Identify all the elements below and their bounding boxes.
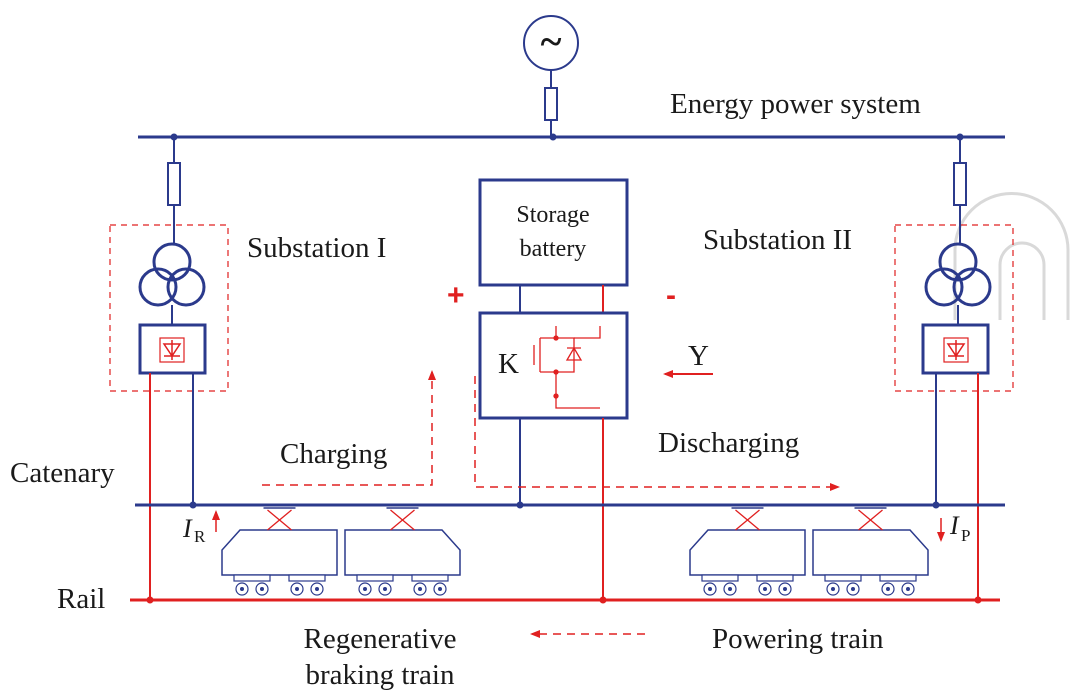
control-y-label: Y [688, 340, 709, 372]
svg-text:R: R [194, 527, 206, 546]
catenary-label: Catenary [10, 457, 115, 489]
svg-text:I: I [949, 511, 960, 540]
pantograph-icon [731, 507, 764, 531]
substation1-impedance [167, 162, 181, 206]
discharging-label: Discharging [658, 427, 799, 459]
source-impedance [544, 87, 558, 121]
powering-train-label: Powering train [712, 623, 884, 655]
train-car-icon [344, 529, 461, 596]
switch-k-label: K [498, 348, 519, 380]
charging-label: Charging [280, 438, 387, 470]
train-car-icon [221, 529, 338, 596]
energy-system-label: Energy power system [670, 88, 921, 120]
pantograph-icon [854, 507, 887, 531]
svg-text:I: I [182, 514, 193, 543]
watermark-logo [953, 192, 1070, 320]
regen-train-label-line2: braking train [306, 659, 455, 691]
pantograph-icon [386, 507, 419, 531]
igbt-switch-icon [533, 326, 601, 409]
svg-text:~: ~ [541, 19, 562, 64]
substation1-boundary [109, 224, 229, 392]
pantograph-icon [263, 507, 296, 531]
current-ir-label: I R [182, 514, 206, 546]
substation1-rectifier [138, 323, 207, 375]
bus-node-center [549, 133, 557, 141]
svg-text:P: P [961, 526, 970, 545]
train-car-icon [812, 529, 929, 596]
ac-source-icon: ~ [523, 15, 579, 71]
rail-label: Rail [57, 583, 105, 615]
current-ip-label: I P [949, 511, 970, 545]
storage-label-line1: Storage [516, 202, 589, 228]
train-car-icon [689, 529, 806, 596]
charging-flow-arrow [262, 370, 436, 486]
regen-train-label-line1: Regenerative [304, 623, 457, 655]
substation2-impedance [953, 162, 967, 206]
substation2-boundary [894, 224, 1014, 392]
substation1-label: Substation I [247, 232, 386, 264]
diode-rectifier-icon [943, 337, 969, 363]
diode-rectifier-icon [159, 337, 185, 363]
discharging-flow-arrow [474, 376, 840, 491]
converter-box [478, 311, 629, 420]
transformer-icon [924, 242, 992, 307]
storage-battery-box [478, 178, 629, 287]
minus-sign: - [666, 279, 676, 312]
transformer-icon [138, 242, 206, 307]
substation2-label: Substation II [703, 224, 852, 256]
trains-group [221, 507, 929, 596]
plus-sign: + [447, 279, 465, 312]
storage-label-line2: battery [520, 236, 587, 262]
